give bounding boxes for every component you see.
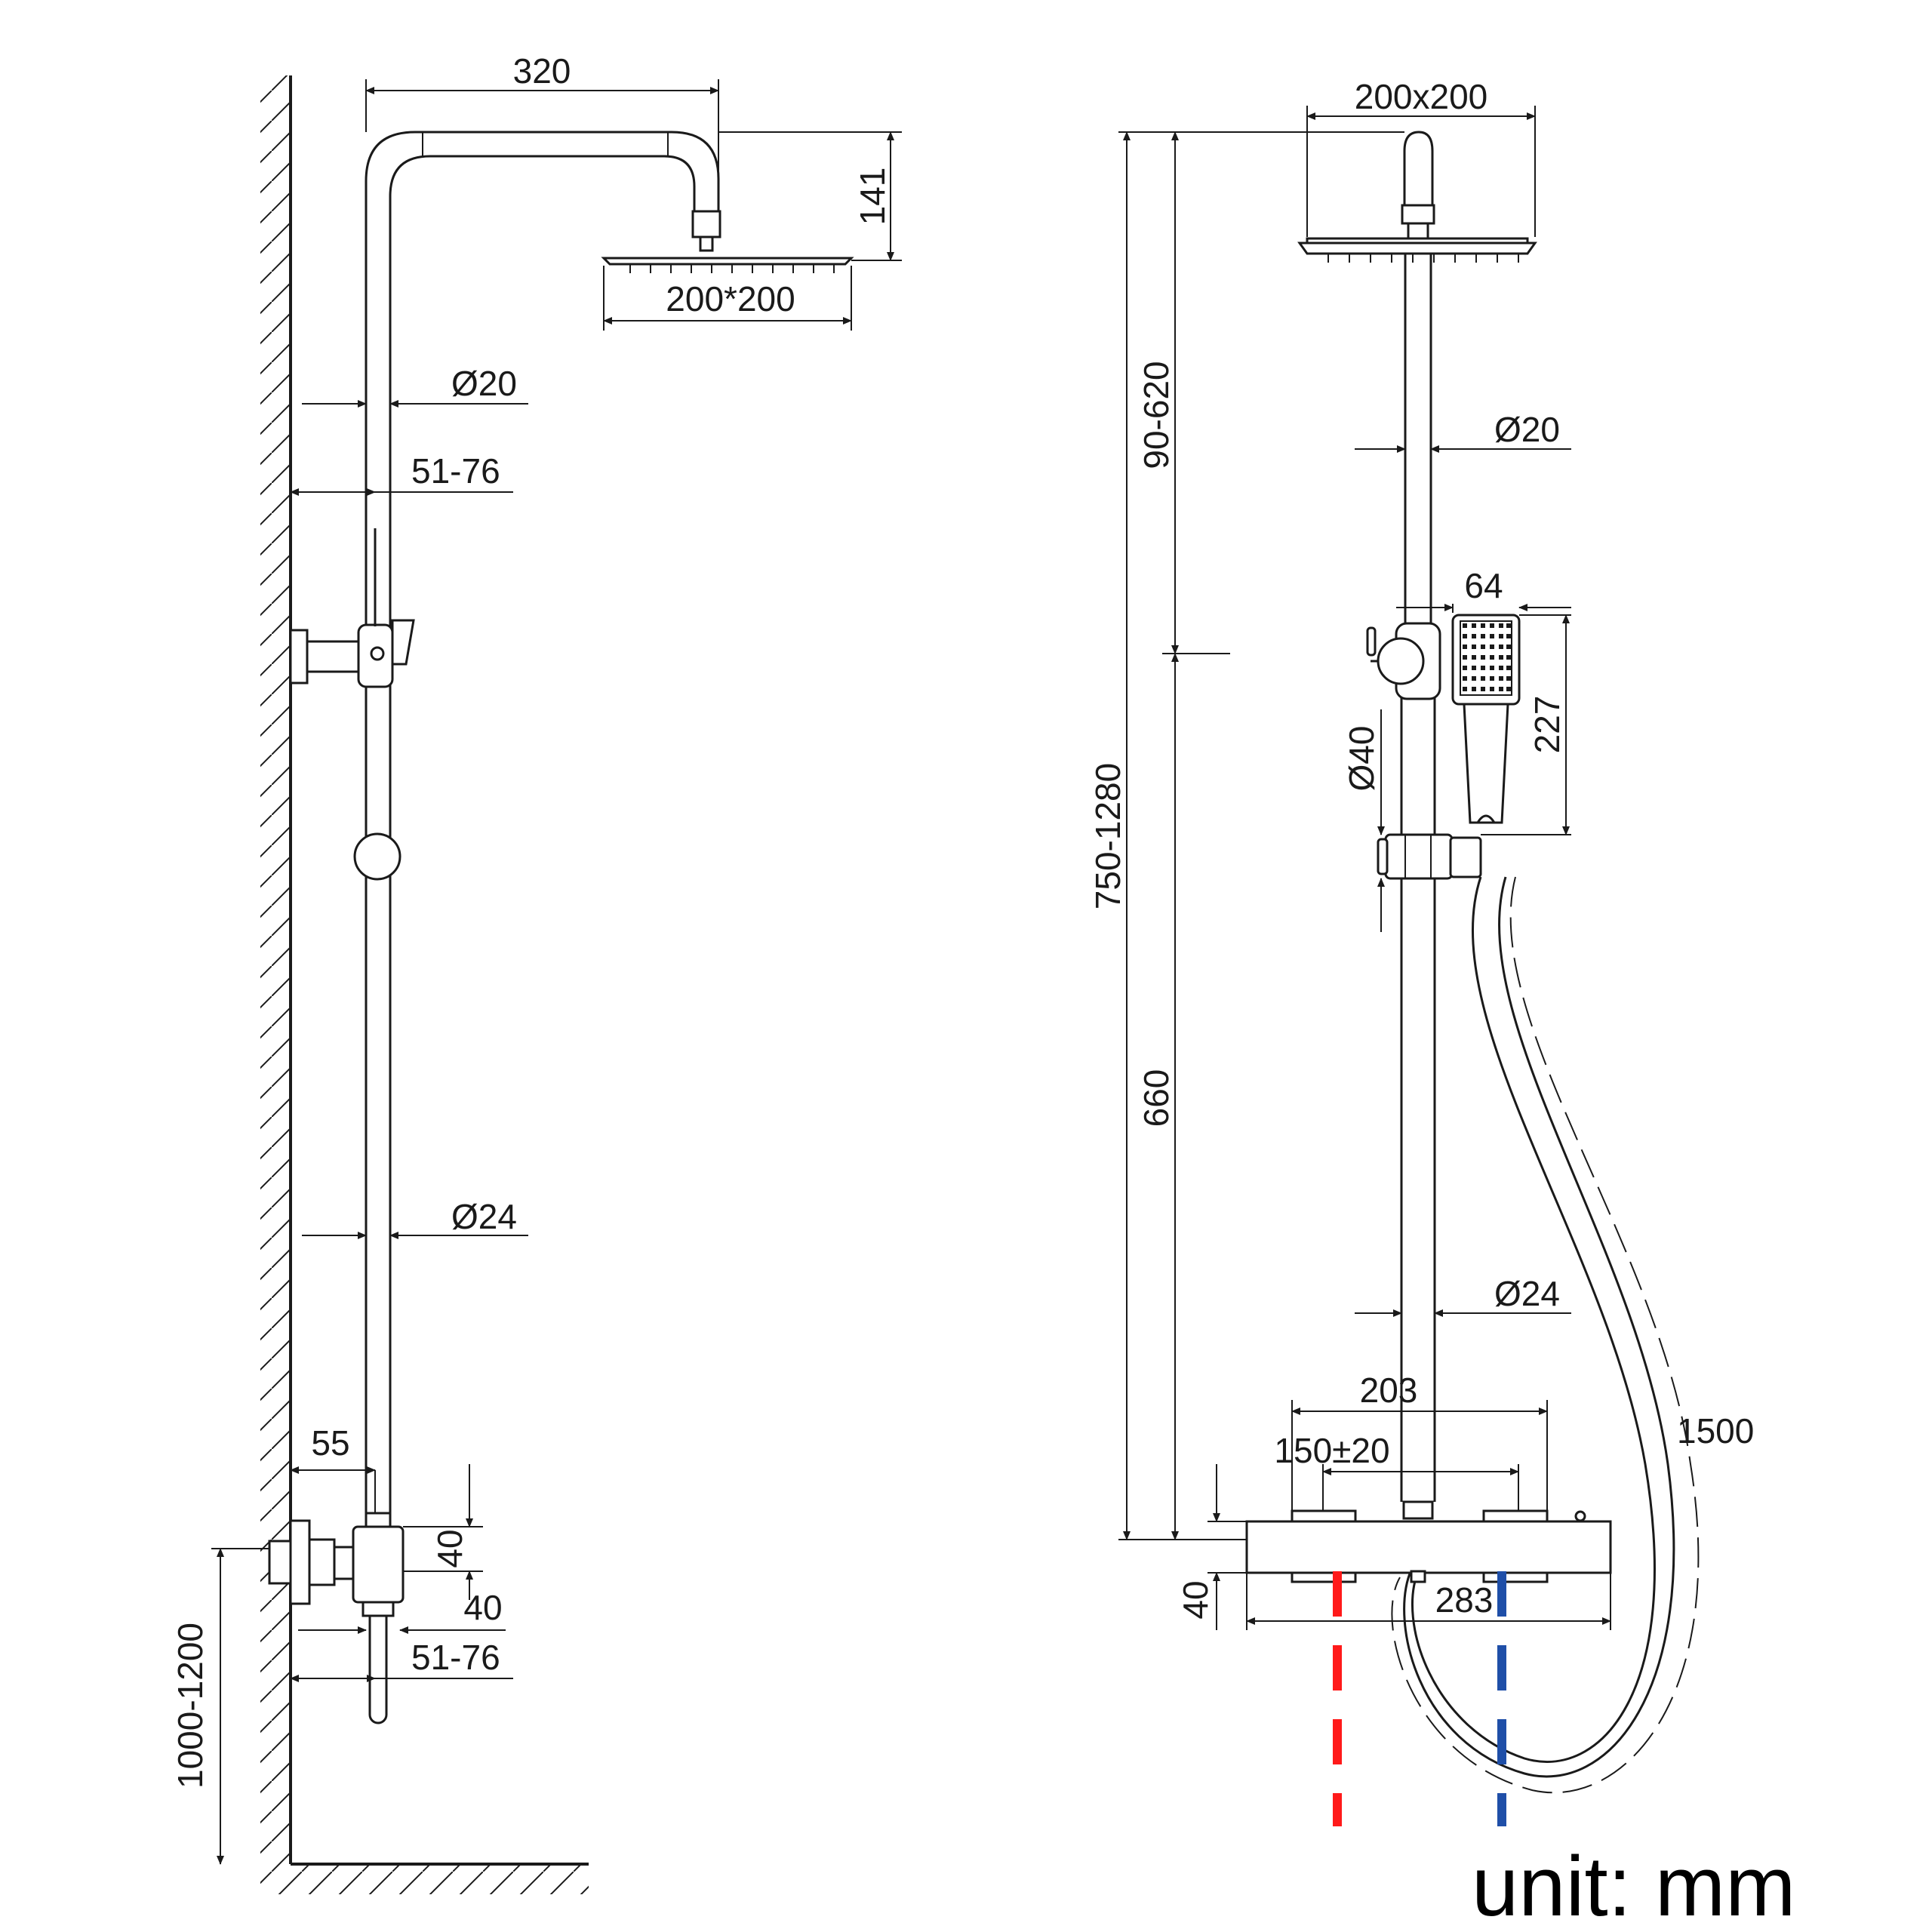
front-slider-holder <box>1377 833 1482 880</box>
dim-valve-height: 40 <box>430 1529 469 1567</box>
side-diverter <box>289 528 415 688</box>
dim-adjustable-height: 90-620 <box>1137 361 1176 469</box>
dim-lower-wall-offset: 51-76 <box>411 1638 500 1677</box>
dim-upper-pipe-dia: Ø20 <box>451 364 517 403</box>
dim-front-lower-pipe-dia: Ø24 <box>1494 1274 1560 1313</box>
front-hand-shower <box>1451 614 1521 824</box>
side-riser-pipe <box>365 131 854 1513</box>
dim-front-upper-pipe-dia: Ø20 <box>1494 410 1560 449</box>
dim-arm-length: 320 <box>513 51 571 91</box>
dim-total-height: 750-1280 <box>1088 763 1128 909</box>
dim-inlet-spacing: 150±20 <box>1274 1431 1389 1470</box>
side-mixer-valve <box>268 1512 405 1724</box>
dim-mount-height: 1000-1200 <box>171 1623 210 1789</box>
front-hose <box>1391 876 1700 1794</box>
wall <box>260 75 589 1894</box>
dim-mixer-width: 203 <box>1360 1371 1418 1410</box>
front-thermostatic-mixer <box>1245 1509 1612 1583</box>
side-dimensions: 320 141 200*200 Ø20 51-76 Ø24 55 <box>171 51 902 1865</box>
dim-handshower-length: 227 <box>1527 696 1567 754</box>
dim-holder-dia: Ø40 <box>1342 726 1381 792</box>
dim-hose-length: 1500 <box>1677 1411 1754 1451</box>
front-dimensions: 200x200 90-620 660 750-1280 Ø20 64 227 <box>1088 77 1754 1630</box>
front-riser-pipe <box>1400 254 1436 1520</box>
dim-head-drop: 141 <box>853 168 892 226</box>
front-view: 200x200 90-620 660 750-1280 Ø20 64 227 <box>1088 77 1754 1826</box>
front-head <box>1297 131 1537 263</box>
side-slider-knob <box>353 832 401 881</box>
dim-head-size: 200*200 <box>666 279 795 318</box>
front-diverter <box>1366 622 1441 700</box>
dim-valve-depth: 40 <box>463 1588 502 1627</box>
side-view: 320 141 200*200 Ø20 51-76 Ø24 55 <box>171 51 902 1894</box>
dim-handshower-width: 64 <box>1464 566 1503 605</box>
dim-mixer-height: 40 <box>1176 1580 1215 1619</box>
dim-lower-height: 660 <box>1137 1069 1176 1128</box>
dim-inlet-offset: 55 <box>311 1423 349 1463</box>
dim-lower-pipe-dia: Ø24 <box>451 1197 517 1236</box>
unit-label: unit: mm <box>1472 1839 1795 1932</box>
dim-upper-wall-offset: 51-76 <box>411 451 500 491</box>
dim-mixer-length: 283 <box>1435 1580 1494 1620</box>
dim-front-head-size: 200x200 <box>1355 77 1488 116</box>
